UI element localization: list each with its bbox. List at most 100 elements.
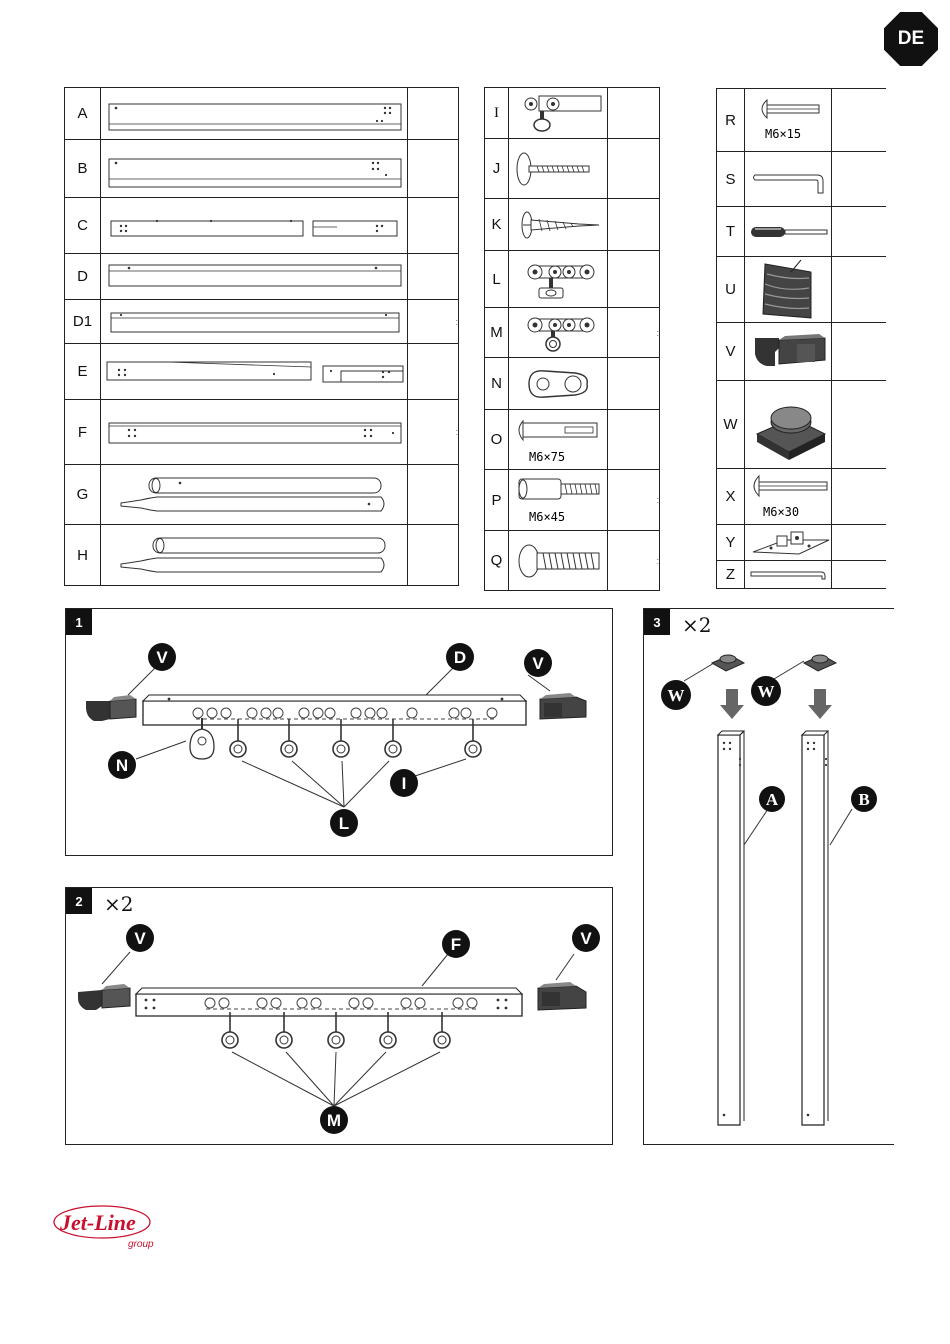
callout-v-right: V [580,929,592,948]
part-image-a [101,88,408,140]
callout-v-left: V [134,929,146,948]
part-label: X [717,469,745,525]
callout-b: B [858,790,869,809]
part-image-g [101,465,408,525]
part-caption: M6×15 [765,127,801,141]
part-label: C [65,198,101,254]
part-image-d1 [101,300,408,344]
part-qty-cell [832,525,887,561]
part-qty-cell [832,469,887,525]
callout-l: L [339,814,349,833]
part-label: O [485,410,509,470]
callout-v-right: V [532,654,544,673]
step-2-illustration: V F V M [66,888,612,1144]
callout-w-right: W [758,682,775,701]
part-qty [408,140,459,198]
logo-sub: group [128,1239,154,1250]
part-label: T [717,207,745,257]
part-label: F [65,400,101,465]
part-caption: M6×75 [529,450,565,464]
callout-v-left: V [156,648,168,667]
part-image-k [509,199,608,251]
part-image-s [745,152,832,207]
part-image-x: M6×30 [745,469,832,525]
part-qty: : [608,470,660,531]
part-image-e [101,344,408,400]
part-label: L [485,251,509,308]
step-1-panel: 1 [65,608,613,856]
part-label: N [485,358,509,410]
part-qty-cell [832,89,887,152]
step-2-panel: 2 ×2 [65,887,613,1145]
parts-table-accessories: R M6×15 S T U V W [716,88,886,589]
part-image-d [101,254,408,300]
step-3-panel: 3 ×2 W W A B [643,608,894,1145]
part-qty: : [608,531,660,591]
callout-w-left: W [668,686,685,705]
part-image-m [509,308,608,358]
part-label: Z [717,561,745,589]
part-label: R [717,89,745,152]
part-image-p: M6×45 [509,470,608,531]
part-qty [408,525,459,586]
part-qty [408,198,459,254]
part-label: K [485,199,509,251]
part-qty-cell [832,257,887,323]
part-image-l [509,251,608,308]
part-qty [408,465,459,525]
step-3-illustration: W W A B [644,609,894,1144]
part-image-j [509,139,608,199]
part-label: M [485,308,509,358]
callout-a: A [766,790,779,809]
part-qty-cell [832,207,887,257]
part-image-q [509,531,608,591]
brand-logo: Jet-Line group [50,1200,170,1256]
part-image-n [509,358,608,410]
parts-table-long: A B C D D1 : E [64,87,459,586]
part-label: J [485,139,509,199]
callout-f: F [451,935,461,954]
part-qty [608,410,660,470]
part-label: D [65,254,101,300]
part-caption: M6×30 [763,505,799,519]
part-label: H [65,525,101,586]
callout-i: I [402,774,407,793]
part-image-t [745,207,832,257]
parts-table-hardware: I J K L M : N [484,87,660,591]
part-label: G [65,465,101,525]
logo-name: Jet-Line [59,1210,136,1235]
part-label: S [717,152,745,207]
part-image-v [745,323,832,381]
callout-n: N [116,756,128,775]
part-label: V [717,323,745,381]
part-label: W [717,381,745,469]
part-qty: : [608,308,660,358]
part-image-y [745,525,832,561]
part-qty [408,254,459,300]
part-image-i [509,88,608,139]
part-qty [608,88,660,139]
part-label: A [65,88,101,140]
part-label: B [65,140,101,198]
part-label: U [717,257,745,323]
part-label: E [65,344,101,400]
part-label: Q [485,531,509,591]
part-qty: : [408,400,459,465]
part-qty [608,199,660,251]
part-qty-cell [832,381,887,469]
part-label: Y [717,525,745,561]
part-image-o: M6×75 [509,410,608,470]
step-1-illustration: V D V N L I [66,609,612,855]
part-image-u [745,257,832,323]
part-qty [608,358,660,410]
part-image-w [745,381,832,469]
part-image-r: M6×15 [745,89,832,152]
callout-d: D [454,648,466,667]
callout-m: M [327,1111,341,1130]
language-badge: DE [884,12,938,66]
part-qty: : [408,300,459,344]
part-image-h [101,525,408,586]
part-label: D1 [65,300,101,344]
part-image-c [101,198,408,254]
part-image-b [101,140,408,198]
